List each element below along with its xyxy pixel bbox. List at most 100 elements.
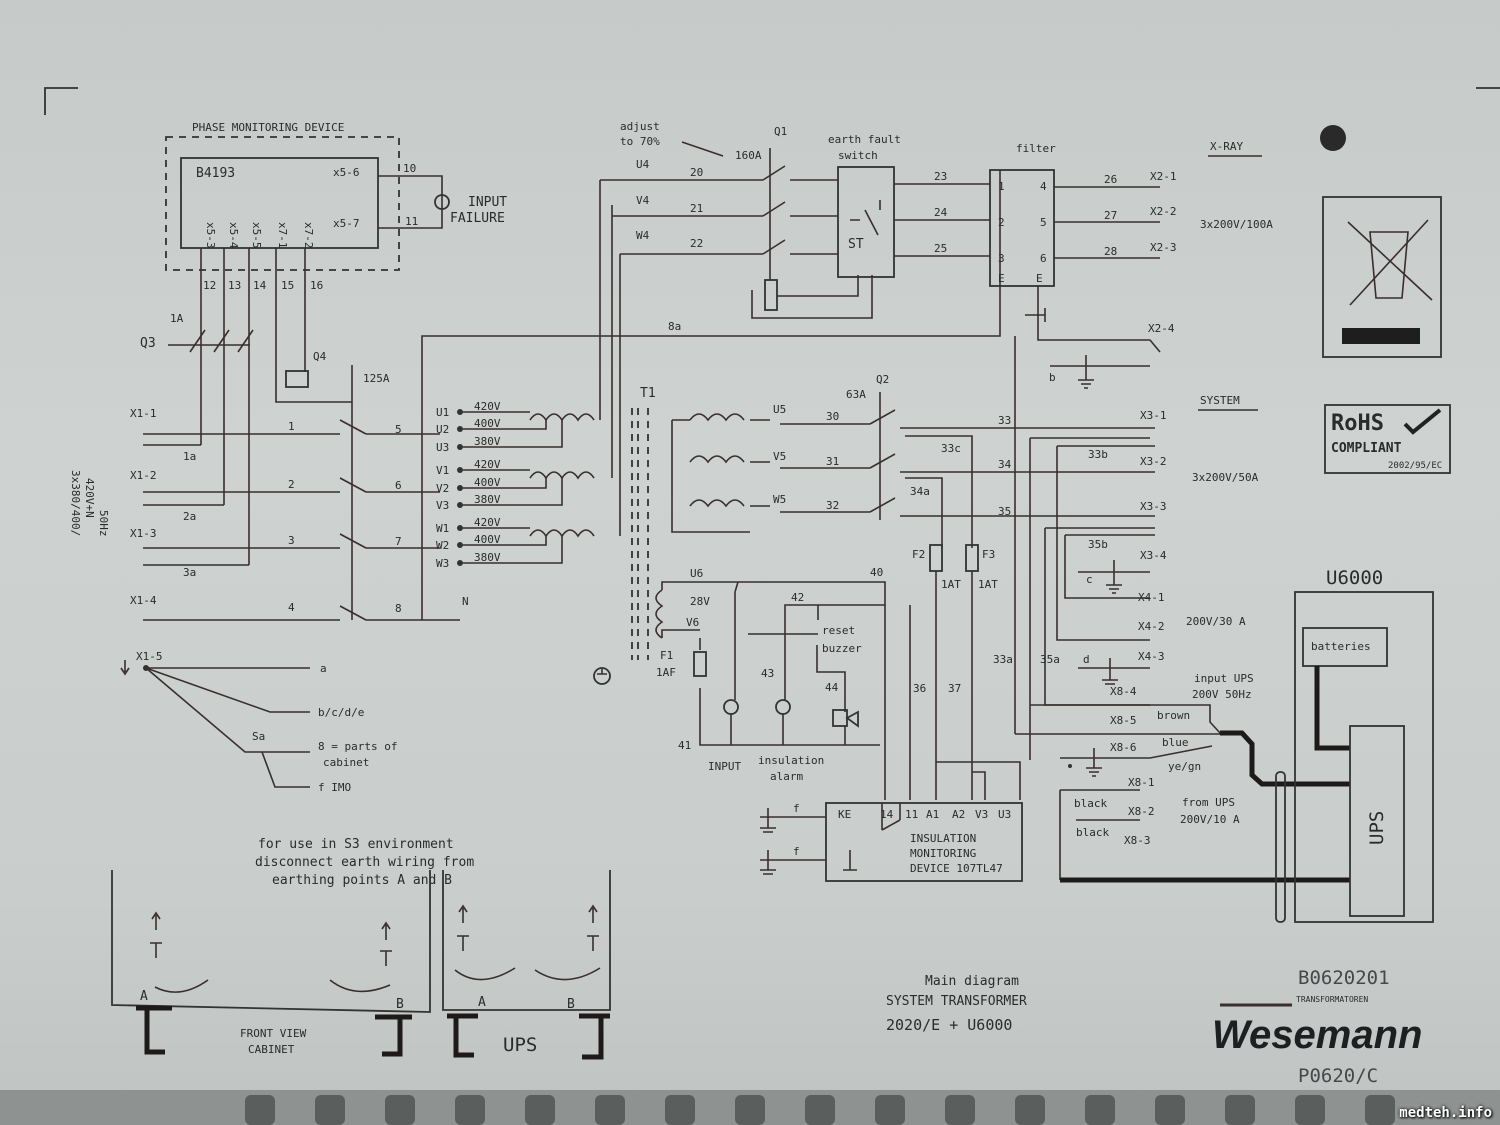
earth-e-icon xyxy=(1086,748,1102,777)
q1-trip-coil-icon xyxy=(764,279,778,311)
vent-slots xyxy=(245,1095,1395,1125)
earth-d-icon xyxy=(1078,658,1150,685)
wire-13: 13 xyxy=(228,279,241,292)
rohs-label xyxy=(1324,404,1451,474)
from-ups-label-2: 200V/10 A xyxy=(1180,813,1240,826)
pin-x7-2: x7-2 xyxy=(302,222,315,249)
fuse-f2-rating: 1AT xyxy=(941,578,961,591)
terminal-x8-2: X8-2 xyxy=(1128,805,1155,818)
terminal-u5: U5 xyxy=(773,403,786,416)
earth-c-label: c xyxy=(1086,573,1093,586)
earth-target-a: a xyxy=(320,662,327,675)
tap-terminal xyxy=(457,525,463,531)
wire-33c: 33c xyxy=(941,442,961,455)
imd-label: INSULATION xyxy=(910,832,976,845)
wire-30: 30 xyxy=(826,410,839,423)
breaker-contact-icon xyxy=(339,419,367,621)
transformer-core xyxy=(631,408,649,660)
terminal-x3-1: X3-1 xyxy=(1140,409,1167,422)
imd-label-2: MONITORING xyxy=(910,847,976,860)
weee-label xyxy=(1322,196,1442,358)
earth-c-icon xyxy=(1078,560,1150,594)
terminal-x1-4: X1-4 xyxy=(130,594,157,607)
compliance-labels: RoHS COMPLIANT 2002/95/EC xyxy=(1322,196,1451,474)
q4-relay-label: Q4 xyxy=(313,350,327,363)
tap-wire xyxy=(463,478,547,489)
wire-33: 33 xyxy=(998,414,1011,427)
tap-wire xyxy=(463,478,563,506)
tap-label-u1: U1 xyxy=(436,406,449,419)
filter-pin-5: 5 xyxy=(1040,216,1047,229)
insulation-alarm-label-2: alarm xyxy=(770,770,803,783)
earth-fault-label-2: switch xyxy=(838,149,878,162)
title-block: Main diagram SYSTEM TRANSFORMER 2020/E +… xyxy=(886,967,1422,1087)
title-line-1: Main diagram xyxy=(925,974,1019,989)
pin-x5-7: x5-7 xyxy=(333,217,360,230)
earth-point-a: A xyxy=(140,989,148,1004)
earth-target-cabinet: 8 = parts of xyxy=(318,740,397,753)
ups-earth-point-b: B xyxy=(567,997,575,1012)
q2-rating: 63A xyxy=(846,388,866,401)
wire-3: 3 xyxy=(288,534,295,547)
earth-target-imo: f IMO xyxy=(318,781,351,794)
ups-input-label-2: 200V 50Hz xyxy=(1192,688,1252,701)
wire-37: 37 xyxy=(948,682,961,695)
terminal-x1-1: X1-1 xyxy=(130,407,157,420)
terminal-v4: V4 xyxy=(636,194,650,207)
battery-cable xyxy=(1314,666,1350,751)
tap-terminal xyxy=(457,426,463,432)
earth-d-label: d xyxy=(1083,653,1090,666)
pin-x5-4: x5-4 xyxy=(227,222,240,249)
wire-14: 14 xyxy=(253,279,267,292)
tap-voltage: 420V xyxy=(474,458,501,471)
earth-b-icon xyxy=(1050,355,1150,389)
wire-21: 21 xyxy=(690,202,703,215)
wire-33b: 33b xyxy=(1088,448,1108,461)
wire-2: 2 xyxy=(288,478,295,491)
imd-label-3: DEVICE 107TL47 xyxy=(910,862,1003,875)
filter-pin-e2: E xyxy=(1036,272,1043,285)
tap-label-u3: U3 xyxy=(436,441,449,454)
ups-input-label: input UPS xyxy=(1194,672,1254,685)
secondary-winding-icon xyxy=(689,413,745,508)
brand-logo: Wesemann xyxy=(1212,1013,1422,1057)
xray-section: adjust to 70% Q1 160A U4 V4 W4 20 21 22 … xyxy=(600,120,1273,389)
wire-23: 23 xyxy=(934,170,947,183)
transformer-name: T1 xyxy=(640,386,656,401)
rohs-compliant-text: COMPLIANT xyxy=(1331,441,1402,456)
tap-voltage: 420V xyxy=(474,516,501,529)
u6000-unit: U6000 batteries UPS xyxy=(1294,567,1434,923)
q3-breaker-icon xyxy=(168,329,254,353)
q2-breaker-label: Q2 xyxy=(876,373,889,386)
front-view-label-2: CABINET xyxy=(248,1043,295,1056)
tap-wire xyxy=(463,420,547,430)
pin-x5-3: x5-3 xyxy=(204,222,217,249)
terminal-x3-4: X3-4 xyxy=(1140,549,1167,562)
filter-pin-4: 4 xyxy=(1040,180,1047,193)
title-line-2: SYSTEM TRANSFORMER xyxy=(886,994,1027,1009)
pin-x5-6: x5-6 xyxy=(333,166,360,179)
tap-voltage: 380V xyxy=(474,493,501,506)
front-view-label: FRONT VIEW xyxy=(240,1027,307,1040)
system-output-rating: 3x200V/50A xyxy=(1192,471,1259,484)
tap-terminal xyxy=(457,444,463,450)
wire-24: 24 xyxy=(934,206,948,219)
wire-color-ye-gn: ye/gn xyxy=(1168,760,1201,773)
input-failure-label-2: FAILURE xyxy=(450,211,505,226)
wire-25: 25 xyxy=(934,242,947,255)
wire-36: 36 xyxy=(913,682,926,695)
reset-buzzer-label: reset xyxy=(822,624,855,637)
supply-rating-3: 50Hz xyxy=(97,510,110,537)
filter-pin-e1: E xyxy=(998,272,1005,285)
x4-rating: 200V/30 A xyxy=(1186,615,1246,628)
supply-rating-1: 3x380/400/ xyxy=(69,470,82,536)
crossed-bin-icon xyxy=(1347,219,1433,306)
wire-6: 6 xyxy=(395,479,402,492)
batteries-box xyxy=(1302,627,1388,667)
wire-7: 7 xyxy=(395,535,402,548)
wire-8a: 8a xyxy=(668,320,681,333)
terminal-x3-3: X3-3 xyxy=(1140,500,1167,513)
terminal-x4-1: X4-1 xyxy=(1138,591,1165,604)
u6000-cabinet xyxy=(1294,591,1434,923)
tap-label-u2: U2 xyxy=(436,423,449,436)
